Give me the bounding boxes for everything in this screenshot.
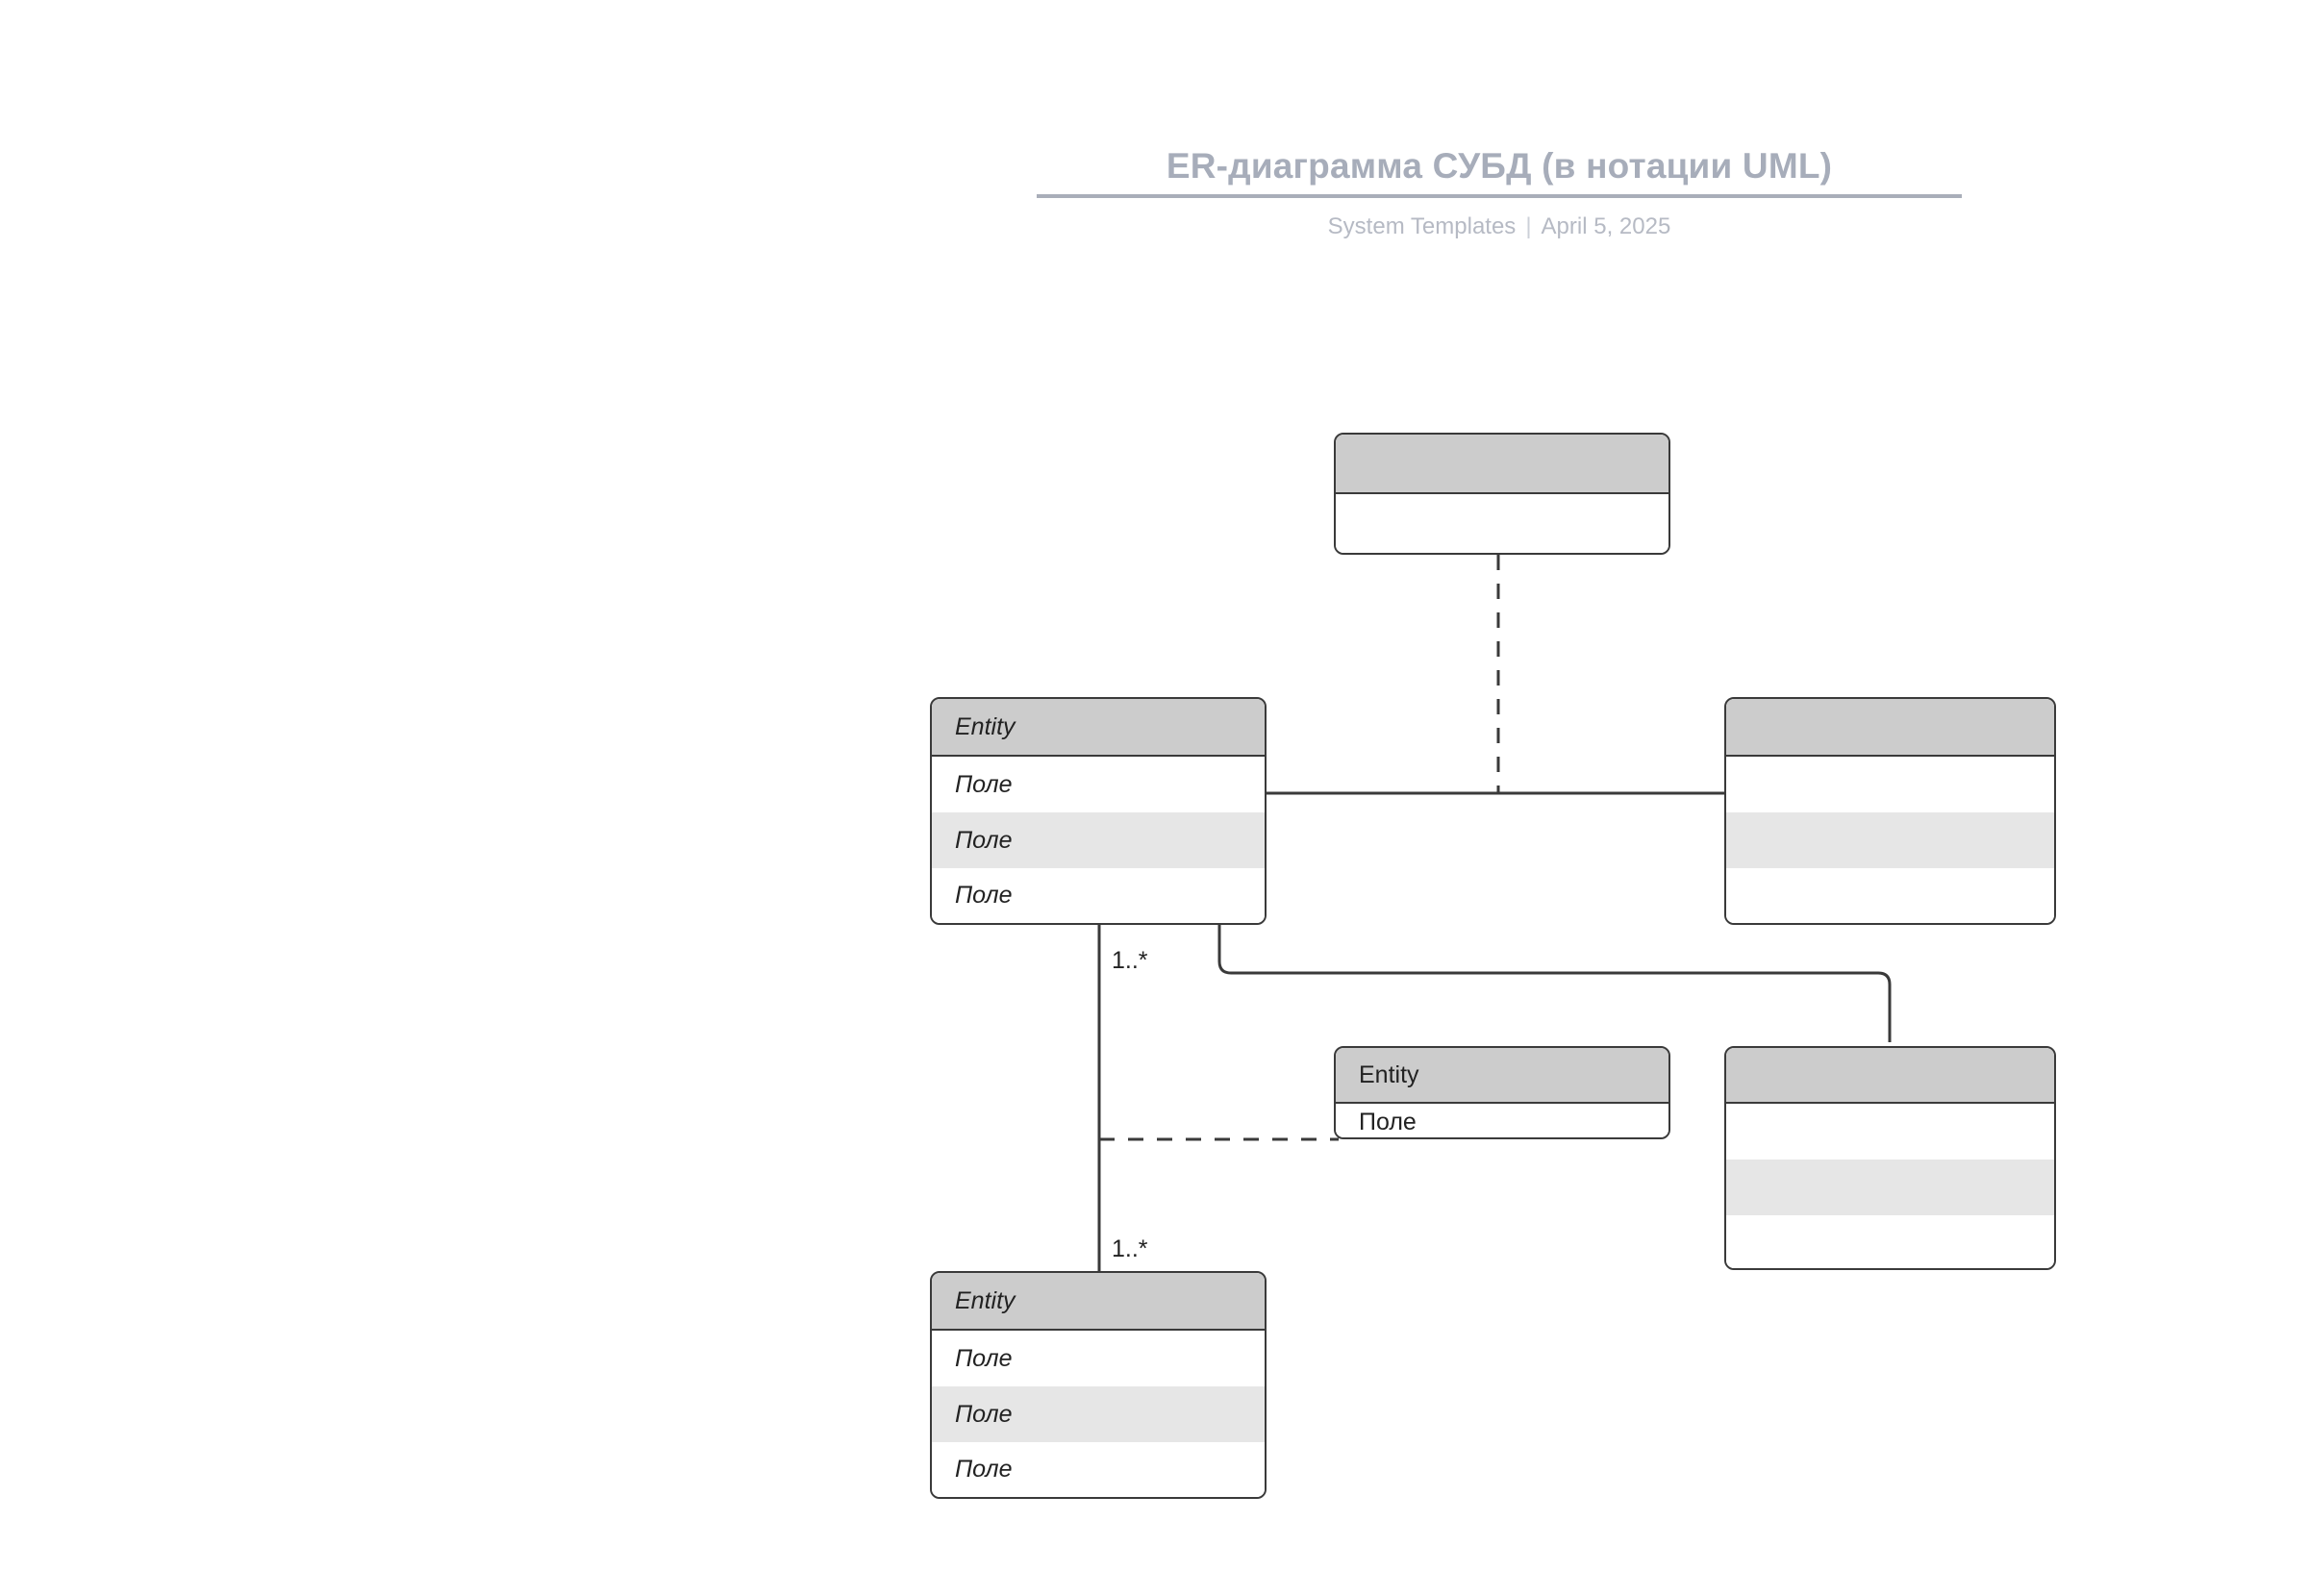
entity-header xyxy=(1726,1048,2054,1104)
document-subtitle: System Templates | April 5, 2025 xyxy=(1037,213,1962,240)
entity-header xyxy=(1336,435,1668,494)
entity-field-row xyxy=(1726,868,2054,923)
entity-header: Entity xyxy=(932,1273,1265,1331)
subtitle-date: April 5, 2025 xyxy=(1541,213,1671,239)
entity-box-middle[interactable]: Entity Поле xyxy=(1334,1046,1670,1139)
entity-box-right-lower[interactable] xyxy=(1724,1046,2056,1270)
entity-field-row: Поле xyxy=(932,757,1265,812)
entity-field-row: Поле xyxy=(932,1331,1265,1386)
entity-field-row xyxy=(1726,1160,2054,1215)
entity-box-left-upper[interactable]: Entity Поле Поле Поле xyxy=(930,697,1267,925)
entity-field-row xyxy=(1726,812,2054,868)
entity-field-row: Поле xyxy=(932,868,1265,923)
entity-header xyxy=(1726,699,2054,757)
multiplicity-label-lower: 1..* xyxy=(1112,1235,1148,1262)
entity-field-row: Поле xyxy=(932,1386,1265,1442)
multiplicity-label-upper: 1..* xyxy=(1112,947,1148,974)
entity-box-left-lower[interactable]: Entity Поле Поле Поле xyxy=(930,1271,1267,1499)
page-title: ER-диаграмма СУБД (в нотации UML) xyxy=(1166,146,1833,186)
entity-header: Entity xyxy=(1336,1048,1668,1104)
subtitle-source: System Templates xyxy=(1327,213,1517,239)
entity-field-row xyxy=(1336,494,1668,553)
entity-field-row xyxy=(1726,1215,2054,1268)
subtitle-separator: | xyxy=(1525,213,1532,239)
entity-box-top[interactable] xyxy=(1334,433,1670,555)
entity-field-row: Поле xyxy=(932,1442,1265,1497)
entity-box-right-upper[interactable] xyxy=(1724,697,2056,925)
title-divider xyxy=(1037,194,1962,198)
connector-left-to-right-lower xyxy=(1217,925,1892,1042)
entity-field-row xyxy=(1726,1104,2054,1160)
entity-field-row: Поле xyxy=(1336,1104,1668,1137)
entity-field-row xyxy=(1726,757,2054,812)
entity-header: Entity xyxy=(932,699,1265,757)
document-header: ER-диаграмма СУБД (в нотации UML) System… xyxy=(1037,144,1962,240)
entity-field-row: Поле xyxy=(932,812,1265,868)
